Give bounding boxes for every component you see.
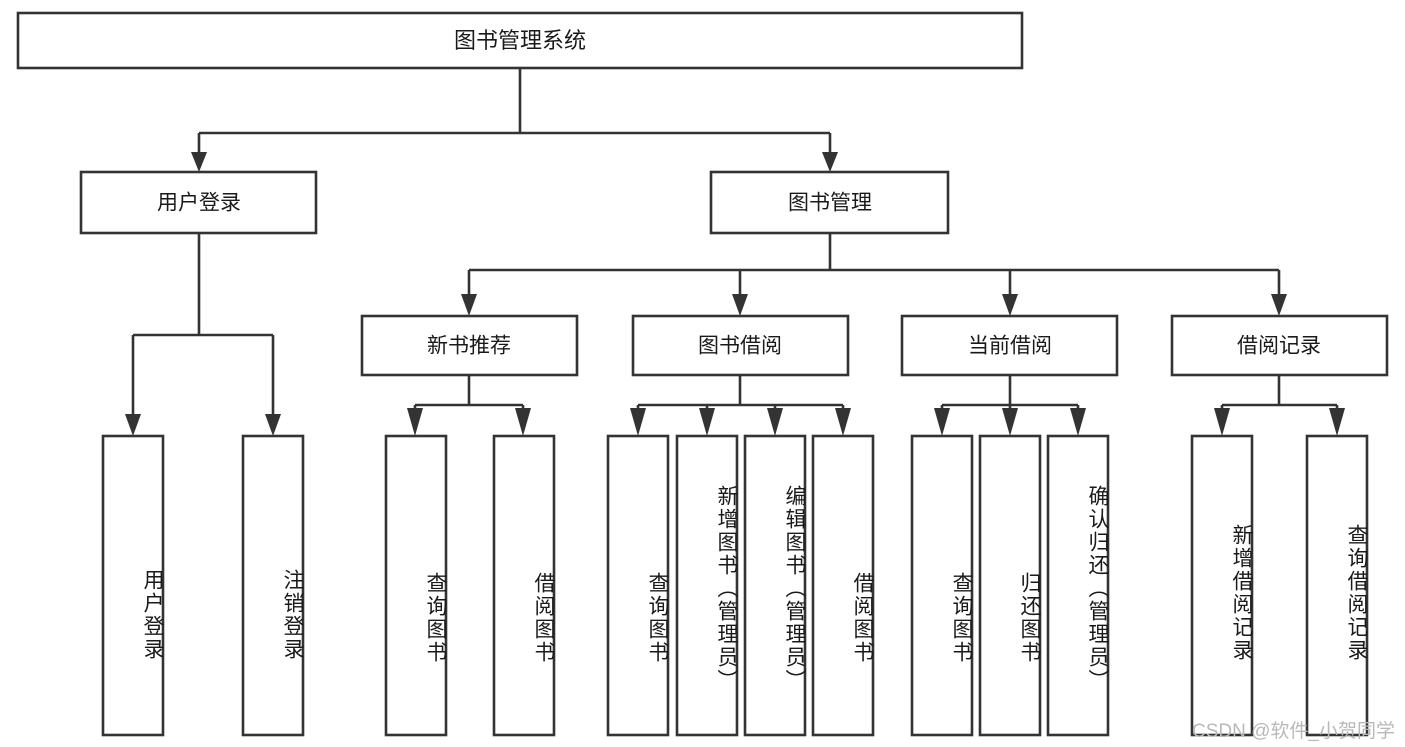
node-book-management-label: 图书管理 [788,192,872,215]
leaf-box-confirm-return[interactable] [1046,434,1110,737]
leaf-box-edit-book[interactable] [743,434,807,737]
node-user-login-label: 用户登录 [157,192,241,215]
node-current-borrow-label: 当前借阅 [968,335,1052,358]
node-book-borrow[interactable]: 图书借阅 [631,314,850,377]
node-user-login[interactable]: 用户登录 [79,170,318,235]
node-borrow-record[interactable]: 借阅记录 [1170,314,1389,377]
watermark-text: CSDN @软件_小贺同学 [1192,721,1395,742]
leaf-box-query-book-borrow[interactable] [606,434,670,737]
connectors-borrow-record-to-leaves [1214,375,1345,436]
leaf-box-query-borrow-record[interactable] [1305,434,1369,737]
node-new-book-recommend[interactable]: 新书推荐 [360,314,579,377]
node-book-borrow-label: 图书借阅 [698,335,782,358]
node-root[interactable]: 图书管理系统 [16,11,1024,70]
connectors-book-mgmt-to-level3 [461,233,1287,316]
node-book-management[interactable]: 图书管理 [709,170,950,235]
connectors-book-borrow-to-leaves [630,375,851,436]
leaf-box-borrow-book-new[interactable] [492,434,556,737]
node-root-label: 图书管理系统 [454,28,586,53]
connectors-root-to-level2 [191,68,838,172]
leaf-box-borrow-book[interactable] [811,434,875,737]
node-current-borrow[interactable]: 当前借阅 [900,314,1119,377]
leaf-box-add-borrow-record[interactable] [1190,434,1254,737]
leaf-box-add-book[interactable] [675,434,739,737]
leaf-box-user-login[interactable] [101,434,165,737]
node-new-book-recommend-label: 新书推荐 [427,335,511,358]
node-borrow-record-label: 借阅记录 [1237,335,1321,358]
leaf-box-query-book-new[interactable] [384,434,448,737]
connectors-current-borrow-to-leaves [934,375,1086,436]
leaf-box-query-book-current[interactable] [910,434,974,737]
leaf-box-logout[interactable] [241,434,305,737]
connectors-user-login-to-leaves [125,233,281,436]
connectors-new-book-to-leaves [407,375,531,436]
leaf-box-return-book[interactable] [978,434,1042,737]
